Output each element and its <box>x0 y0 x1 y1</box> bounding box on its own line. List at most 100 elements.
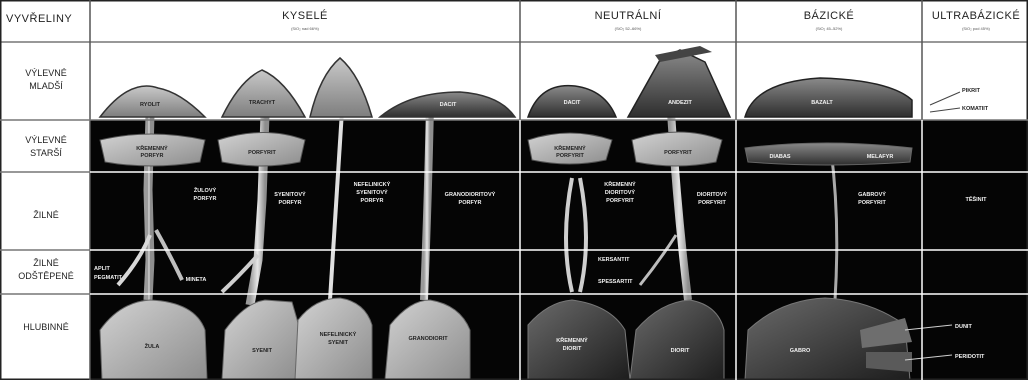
label-gabro: GABRO <box>790 348 811 354</box>
pointer-komatiit <box>929 107 961 113</box>
lens-kremenny-porfyrit <box>527 132 613 165</box>
column-neutralni-title: NEUTRÁLNÍ <box>595 9 662 22</box>
label-dacit: DACIT <box>564 100 581 106</box>
label-kremenny-dioritovy-porfyrit-2: DIORITOVÝ <box>605 189 635 196</box>
label-dunit: DUNIT <box>955 324 972 330</box>
row-zilne-line1: ŽILNÉ <box>33 210 59 220</box>
lens-kremenny-porfyr <box>99 133 206 167</box>
volcano-pikrit-acid <box>309 57 373 118</box>
volcanoes-younger: RYOLIT TRACHYT DACIT DACIT ANDEZIT BAZAL… <box>98 46 989 118</box>
header-row: VYVŘELINY KYSELÉ (SiO₂ nad 66%) NEUTRÁLN… <box>6 9 1020 31</box>
volcano-andezit <box>626 49 732 118</box>
label-kremenny-diorit-2: DIORIT <box>563 346 582 352</box>
label-nefelinicky-syenit-2: SYENIT <box>328 340 349 346</box>
label-gabrovy-porfyrit-2: PORFYRIT <box>858 200 886 206</box>
row-vylevne-starsi-line1: VÝLEVNÉ <box>25 135 67 145</box>
label-kremenny-porfyrit-2: PORFYRIT <box>556 153 584 159</box>
label-dacit-acid: DACIT <box>440 102 457 108</box>
pointer-peridotit <box>904 354 953 361</box>
label-nefelinicky-syenitovy-porfyr-2: SYENITOVÝ <box>356 189 388 196</box>
volcano-granodiorit-top <box>377 91 517 118</box>
label-kremenny-dioritovy-porfyrit-1: KŘEMENNÝ <box>604 180 636 188</box>
vein-kremenny-loop-left <box>564 177 574 293</box>
label-syenitovy-porfyr-2: PORFYR <box>279 200 302 206</box>
label-zulovy-porfyr-1: ŽULOVÝ <box>194 186 217 194</box>
label-bazalt: BAZALT <box>811 100 833 106</box>
label-aplit: APLIT <box>94 266 111 272</box>
volcano-trachyt <box>220 69 307 118</box>
label-porfyrit-neutral: PORFYRIT <box>664 150 692 156</box>
volcano-ryolit <box>98 85 207 118</box>
label-kremenny-dioritovy-porfyrit-3: PORFYRIT <box>606 198 634 204</box>
label-kremenny-diorit-1: KŘEMENNÝ <box>556 336 588 344</box>
row-zilne-odstepene-line1: ŽILNÉ <box>33 258 59 268</box>
label-dioritovy-porfyrit-2: PORFYRIT <box>698 200 726 206</box>
label-peridotit: PERIDOTIT <box>955 354 985 360</box>
vein-syenit-branch <box>220 253 260 294</box>
volcanics-older: KŘEMENNÝ PORFYR PORFYRIT KŘEMENNÝ PORFYR… <box>99 131 913 167</box>
vein-granodiorit <box>420 104 434 301</box>
label-nefelinicky-syenitovy-porfyr-3: PORFYR <box>361 198 384 204</box>
label-spessartit: SPESSARTIT <box>598 279 633 285</box>
label-trachyt: TRACHYT <box>249 100 276 106</box>
row-hlubinne-line1: HLUBINNÉ <box>23 322 69 332</box>
label-pegmatit: PEGMATIT <box>94 275 123 281</box>
pluton-peridotit-zone <box>866 352 912 372</box>
label-kremenny-porfyr-2: PORFYR <box>141 153 164 159</box>
column-neutralni-subtitle: (SiO₂ 52–66%) <box>615 26 642 31</box>
pointer-pikrit <box>929 91 961 106</box>
label-andezit: ANDEZIT <box>668 100 692 106</box>
row-labels: VÝLEVNÉ MLADŠÍ VÝLEVNÉ STARŠÍ ŽILNÉ ŽILN… <box>18 68 74 332</box>
pluton-dunit-zone <box>860 318 912 348</box>
row-vylevne-mladsi-line1: VÝLEVNÉ <box>25 68 67 78</box>
label-granodiorit: GRANODIORIT <box>408 336 448 342</box>
label-kersantit: KERSANTIT <box>598 257 630 263</box>
volcano-dacit <box>526 84 618 118</box>
label-kremenny-porfyrit-1: KŘEMENNÝ <box>554 144 586 152</box>
label-diorit: DIORIT <box>671 348 690 354</box>
label-gabrovy-porfyrit-1: GABROVÝ <box>858 191 886 198</box>
lens-diabas-melafyr <box>744 142 913 166</box>
row-vylevne-mladsi-line2: MLADŠÍ <box>29 81 63 91</box>
andezit-plume <box>655 46 712 62</box>
dike-rocks: ŽULOVÝ PORFYR SYENITOVÝ PORFYR NEFELINIC… <box>194 180 988 206</box>
vein-kersantit-branch <box>638 234 678 286</box>
label-melafyr: MELAFYR <box>867 154 894 160</box>
column-bazicke-title: BÁZICKÉ <box>804 9 855 22</box>
column-bazicke-subtitle: (SiO₂ 45–52%) <box>816 26 843 31</box>
column-kysele-title: KYSELÉ <box>282 9 328 22</box>
corner-label: VYVŘELINY <box>6 12 72 25</box>
lens-porfyrit-acid <box>217 132 306 167</box>
label-syenit: SYENIT <box>252 348 273 354</box>
pluton-zula <box>99 299 208 380</box>
pluton-kremenny-diorit <box>527 299 631 380</box>
label-zula: ŽULA <box>145 342 160 350</box>
label-komatiit: KOMATIIT <box>962 106 989 112</box>
label-porfyrit-acid: PORFYRIT <box>248 150 276 156</box>
label-tesinit: TĚŠINIT <box>965 195 987 203</box>
row-vylevne-starsi-line2: STARŠÍ <box>30 148 62 158</box>
label-granodioritovy-porfyr-2: PORFYR <box>459 200 482 206</box>
label-syenitovy-porfyr-1: SYENITOVÝ <box>274 191 306 198</box>
label-pikrit: PIKRIT <box>962 88 981 94</box>
pointer-dunit <box>904 324 953 331</box>
vein-bazalt-secondary <box>829 149 839 301</box>
label-zulovy-porfyr-2: PORFYR <box>194 196 217 202</box>
column-ultrabazicke-title: ULTRABÁZICKÉ <box>932 9 1020 22</box>
label-nefelinicky-syenit-1: NEFELINICKÝ <box>320 331 357 338</box>
vein-mineta-branch <box>154 229 184 281</box>
label-granodioritovy-porfyr-1: GRANODIORITOVÝ <box>445 191 496 198</box>
row-zilne-odstepene-line2: ODŠTĚPENÉ <box>18 271 74 281</box>
plutons: ŽULA SYENIT NEFELINICKÝ SYENIT GRANODIOR… <box>99 297 985 380</box>
pluton-syenit <box>221 299 301 380</box>
volcano-bazalt <box>744 77 913 118</box>
differentiated-dike-rocks: APLIT PEGMATIT MINETA KERSANTIT SPESSART… <box>94 257 633 285</box>
vein-aplit-branch <box>116 234 152 287</box>
column-kysele-subtitle: (SiO₂ nad 66%) <box>291 26 319 31</box>
vein-kremenny-loop-right <box>578 177 588 293</box>
column-ultrabazicke-subtitle: (SiO₂ pod 45%) <box>962 26 990 31</box>
label-diabas: DIABAS <box>769 154 790 160</box>
